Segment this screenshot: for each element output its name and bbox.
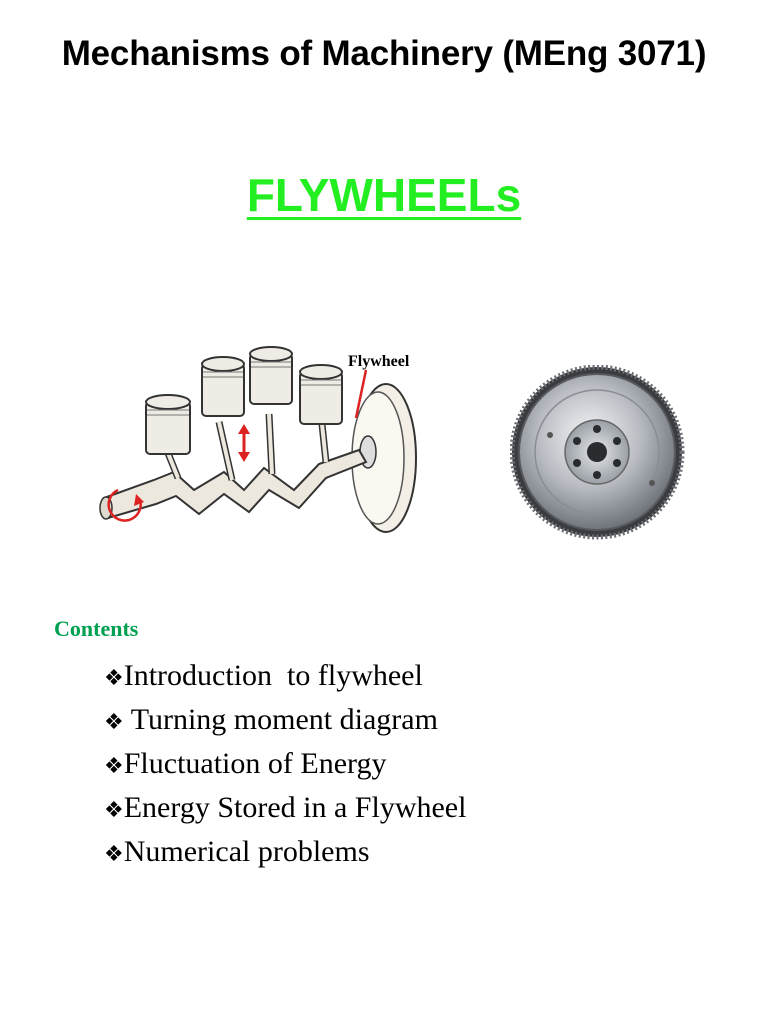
course-title: Mechanisms of Machinery (MEng 3071): [61, 34, 707, 73]
engine-crankshaft-image: Flywheel: [99, 346, 417, 533]
list-item: ❖Numerical problems: [104, 835, 370, 868]
diamond-bullet-icon: ❖: [104, 754, 124, 779]
list-item: ❖ Turning moment diagram: [104, 703, 438, 736]
diamond-bullet-icon: ❖: [104, 710, 124, 735]
contents-heading: Contents: [54, 616, 139, 641]
list-item: ❖Fluctuation of Energy: [104, 747, 387, 780]
diamond-bullet-icon: ❖: [104, 842, 124, 867]
contents-list: ❖Introduction to flywheel ❖ Turning mome…: [104, 655, 466, 875]
flywheel-label: Flywheel: [348, 353, 410, 370]
flywheel-image: [510, 365, 685, 540]
list-item: ❖Energy Stored in a Flywheel: [104, 791, 467, 824]
topic-title: FLYWHEELs: [246, 169, 522, 221]
diamond-bullet-icon: ❖: [104, 666, 124, 691]
list-item: ❖Introduction to flywheel: [104, 659, 423, 692]
diamond-bullet-icon: ❖: [104, 798, 124, 823]
